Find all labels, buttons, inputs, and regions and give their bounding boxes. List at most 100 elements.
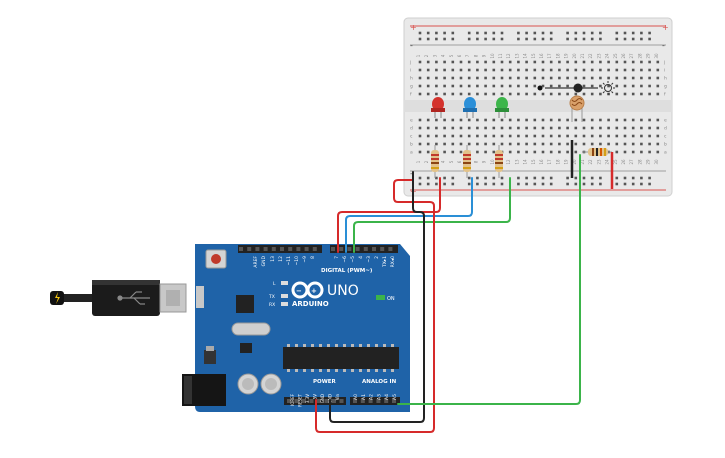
terminal-hole[interactable] [541, 126, 545, 130]
terminal-hole[interactable] [476, 142, 479, 146]
rail-hole[interactable] [648, 31, 651, 35]
terminal-hole[interactable] [599, 126, 602, 130]
terminal-hole[interactable] [574, 92, 578, 96]
terminal-hole[interactable] [525, 118, 528, 122]
rail-hole[interactable] [640, 31, 643, 35]
terminal-hole[interactable] [623, 76, 627, 80]
analog-pin[interactable] [376, 399, 381, 403]
power-pin[interactable] [302, 399, 306, 403]
terminal-hole[interactable] [492, 150, 496, 154]
terminal-hole[interactable] [615, 150, 619, 154]
rail-hole[interactable] [615, 176, 619, 180]
terminal-hole[interactable] [533, 126, 537, 130]
reset-button[interactable] [205, 249, 227, 269]
terminal-hole[interactable] [541, 142, 545, 146]
header-pin[interactable] [296, 247, 301, 251]
header-pin[interactable] [255, 247, 260, 251]
terminal-hole[interactable] [426, 142, 430, 146]
terminal-hole[interactable] [541, 68, 545, 72]
terminal-hole[interactable] [500, 92, 504, 96]
terminal-hole[interactable] [566, 60, 569, 64]
rail-hole[interactable] [451, 37, 455, 41]
terminal-hole[interactable] [615, 68, 619, 72]
terminal-hole[interactable] [426, 126, 430, 130]
breadboard[interactable]: + + - - - + 1122334455667788991010111112… [403, 17, 673, 197]
resistor-4[interactable] [582, 148, 612, 156]
rail-hole[interactable] [418, 182, 422, 186]
rail-hole[interactable] [451, 31, 455, 35]
rail-hole[interactable] [435, 182, 438, 186]
terminal-hole[interactable] [500, 60, 504, 64]
terminal-hole[interactable] [656, 126, 660, 130]
terminal-hole[interactable] [582, 84, 586, 88]
rail-hole[interactable] [615, 37, 619, 41]
terminal-hole[interactable] [459, 92, 463, 96]
terminal-hole[interactable] [484, 150, 487, 154]
header-pin[interactable] [372, 247, 376, 251]
terminal-hole[interactable] [508, 150, 512, 154]
terminal-hole[interactable] [558, 118, 561, 122]
terminal-hole[interactable] [582, 126, 586, 130]
terminal-hole[interactable] [451, 142, 455, 146]
terminal-hole[interactable] [533, 134, 537, 138]
rail-hole[interactable] [582, 31, 586, 35]
rail-hole[interactable] [492, 31, 496, 35]
resistor-1[interactable] [431, 145, 439, 178]
terminal-hole[interactable] [590, 92, 594, 96]
rail-hole[interactable] [476, 37, 479, 41]
header-pin[interactable] [288, 247, 293, 251]
terminal-hole[interactable] [640, 126, 643, 130]
terminal-hole[interactable] [443, 118, 446, 122]
terminal-hole[interactable] [467, 76, 471, 80]
terminal-hole[interactable] [426, 134, 430, 138]
rail-hole[interactable] [590, 182, 594, 186]
terminal-hole[interactable] [541, 60, 545, 64]
terminal-hole[interactable] [656, 84, 660, 88]
terminal-hole[interactable] [500, 84, 504, 88]
terminal-hole[interactable] [484, 68, 487, 72]
terminal-hole[interactable] [656, 76, 660, 80]
terminal-hole[interactable] [517, 60, 520, 64]
resistor-2[interactable] [463, 145, 471, 178]
terminal-hole[interactable] [435, 84, 438, 88]
terminal-hole[interactable] [467, 142, 471, 146]
terminal-hole[interactable] [508, 68, 512, 72]
terminal-hole[interactable] [631, 92, 635, 96]
terminal-hole[interactable] [549, 68, 553, 72]
rail-hole[interactable] [525, 182, 528, 186]
terminal-hole[interactable] [574, 134, 578, 138]
components[interactable] [431, 81, 615, 189]
rail-hole[interactable] [476, 182, 479, 186]
terminal-hole[interactable] [418, 142, 422, 146]
terminal-hole[interactable] [615, 60, 619, 64]
terminal-hole[interactable] [541, 118, 545, 122]
terminal-hole[interactable] [631, 142, 635, 146]
rail-hole[interactable] [541, 31, 545, 35]
terminal-hole[interactable] [476, 68, 479, 72]
terminal-hole[interactable] [533, 76, 537, 80]
rail-hole[interactable] [599, 37, 602, 41]
rail-hole[interactable] [467, 176, 471, 180]
rail-hole[interactable] [574, 176, 578, 180]
rail-hole[interactable] [517, 37, 520, 41]
terminal-hole[interactable] [476, 76, 479, 80]
terminal-hole[interactable] [582, 134, 586, 138]
rail-hole[interactable] [615, 31, 619, 35]
terminal-hole[interactable] [443, 150, 446, 154]
terminal-hole[interactable] [525, 126, 528, 130]
terminal-hole[interactable] [533, 84, 537, 88]
rail-hole[interactable] [640, 37, 643, 41]
terminal-hole[interactable] [525, 150, 528, 154]
terminal-hole[interactable] [517, 142, 520, 146]
rail-hole[interactable] [631, 176, 635, 180]
terminal-hole[interactable] [426, 84, 430, 88]
terminal-hole[interactable] [566, 68, 569, 72]
rail-hole[interactable] [443, 182, 446, 186]
terminal-hole[interactable] [541, 84, 545, 88]
resistor-3[interactable] [495, 145, 503, 178]
terminal-hole[interactable] [615, 126, 619, 130]
terminal-hole[interactable] [435, 60, 438, 64]
terminal-hole[interactable] [574, 126, 578, 130]
